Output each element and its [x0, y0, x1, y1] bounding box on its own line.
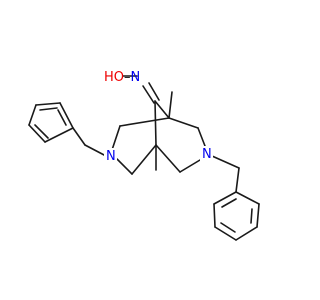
- bond-C9-C1: [154, 100, 170, 119]
- molecule-structure: HO–N N N: [28, 70, 260, 241]
- bond-C9-C5: [154, 100, 157, 146]
- right-phenyl-ring: [213, 191, 260, 241]
- atom-labels: HO–N N N: [104, 70, 213, 164]
- bond-C1-CH2-left: [119, 117, 170, 127]
- bond-Nleft-benzylCH2: [84, 144, 107, 157]
- bond-CH2-C5-left: [131, 144, 157, 175]
- oxime-dash: –: [124, 70, 131, 85]
- bond-CH2-Nright: [197, 127, 206, 147]
- bond-CH2-Nleft: [111, 125, 121, 151]
- bond-C1-methyl: [168, 91, 173, 119]
- bond-C1-CH2-right: [168, 117, 199, 129]
- bond-layer: [28, 75, 260, 241]
- bond-CH2-C5-right: [155, 144, 181, 173]
- bond-N-C9-b: [148, 82, 160, 101]
- atom-N-oxime: N: [131, 70, 141, 85]
- atom-N-ring-right: N: [202, 147, 212, 162]
- bond-Nright-benzylCH2: [211, 155, 240, 169]
- bond-Nleft-CH2: [116, 158, 133, 175]
- atom-O: O: [114, 70, 124, 85]
- bond-benzylCH2-ring-left: [72, 127, 86, 146]
- bond-benzylCH2-ring-right: [235, 167, 240, 193]
- bond-N-C9-a: [142, 85, 155, 104]
- oxime-label: HO–N: [104, 70, 140, 85]
- atom-N-ring-left: N: [106, 149, 116, 164]
- atom-H: H: [104, 70, 114, 85]
- left-phenyl-ring: [28, 102, 74, 143]
